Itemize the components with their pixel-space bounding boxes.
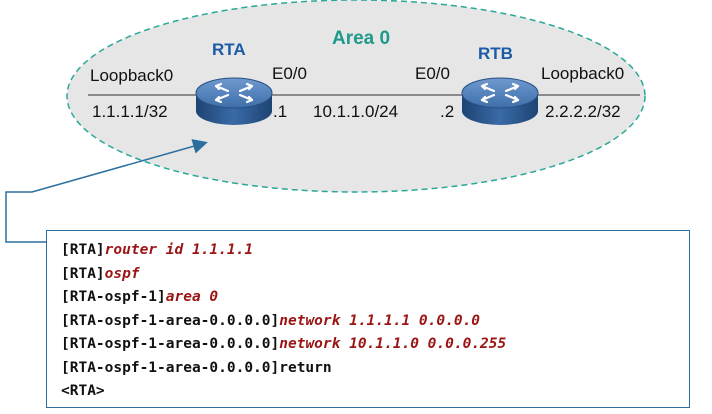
rta-host-address: .1 [273, 102, 288, 121]
config-prompt: [RTA-ospf-1-area-0.0.0.0] [61, 312, 280, 329]
config-prompt: <RTA> [61, 383, 105, 399]
area-0-boundary [66, 0, 646, 193]
rta-loopback-address: 1.1.1.1/32 [92, 102, 168, 121]
config-prompt: [RTA-ospf-1] [61, 289, 166, 305]
config-box: [RTA]router id 1.1.1.1 [RTA]ospf [RTA-os… [46, 230, 690, 408]
rtb-loopback-label: Loopback0 [541, 64, 625, 83]
rtb-loopback-address: 2.2.2.2/32 [545, 102, 621, 121]
config-prompt: [RTA] [61, 265, 105, 282]
config-prompt: [RTA] [61, 242, 105, 258]
config-command: area 0 [165, 289, 219, 305]
rta-loopback-label: Loopback0 [90, 66, 174, 85]
rtb-interface-label: E0/0 [415, 64, 450, 83]
config-command: network 1.1.1.1 0.0.0.0 [279, 312, 481, 329]
area-label: Area 0 [332, 28, 391, 49]
rtb-name: RTB [478, 44, 513, 63]
config-prompt: [RTA-ospf-1-area-0.0.0.0]return [61, 359, 332, 376]
callout-connector [5, 139, 208, 243]
link-network: 10.1.1.0/24 [313, 102, 399, 121]
router-rtb-icon[interactable] [461, 77, 539, 125]
config-command: network 10.1.1.0 0.0.0.255 [279, 336, 507, 352]
config-command: router id 1.1.1.1 [104, 242, 254, 258]
config-line: [RTA]ospf [61, 263, 689, 287]
config-line: <RTA> [61, 380, 689, 404]
rta-interface-label: E0/0 [272, 64, 307, 83]
config-line: [RTA-ospf-1-area-0.0.0.0]network 10.1.1.… [61, 333, 689, 357]
config-line: [RTA-ospf-1-area-0.0.0.0]return [61, 357, 689, 381]
config-line: [RTA-ospf-1]area 0 [61, 286, 689, 310]
config-line: [RTA-ospf-1-area-0.0.0.0]network 1.1.1.1… [61, 310, 689, 334]
config-line: [RTA]router id 1.1.1.1 [61, 239, 689, 263]
rtb-host-address: .2 [440, 102, 455, 121]
rta-name: RTA [212, 40, 246, 59]
config-prompt: [RTA-ospf-1-area-0.0.0.0] [61, 336, 280, 352]
router-rta-icon[interactable] [195, 77, 273, 125]
config-command: ospf [104, 265, 140, 282]
